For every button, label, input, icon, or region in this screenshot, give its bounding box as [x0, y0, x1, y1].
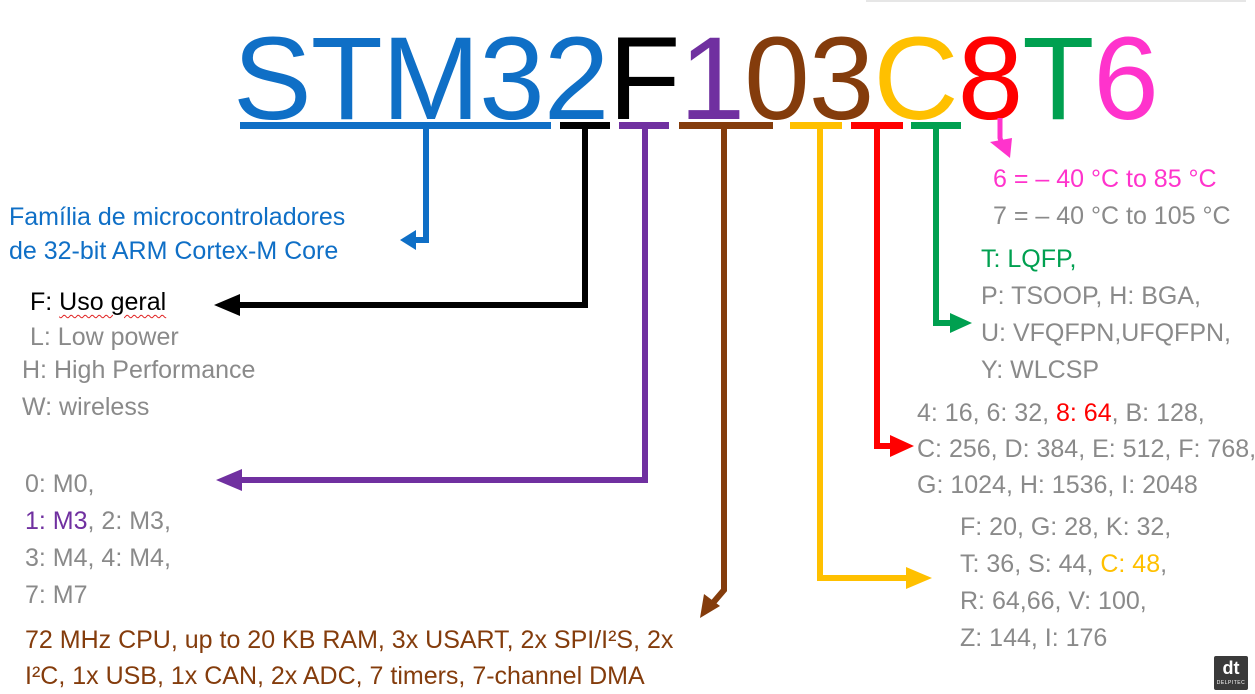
connector-8 — [874, 125, 890, 449]
title-6: 6 — [1093, 13, 1159, 145]
arrow-f — [214, 294, 240, 316]
package-y: Y: WLCSP — [981, 356, 1100, 384]
connector-t — [933, 125, 950, 326]
flash-list: 4: 16, 6: 32, 8: 64, B: 128, C: 256, D: … — [917, 395, 1255, 503]
title-8: 8 — [957, 13, 1024, 145]
connector-03 — [709, 125, 727, 606]
pins-list: F: 20, G: 28, K: 32, T: 36, S: 44, C: 48… — [960, 509, 1171, 657]
type-f-prefix: F: — [30, 288, 60, 316]
flash-line-2: C: 256, D: 384, E: 512, F: 768, — [917, 435, 1255, 463]
type-option-f: F: Uso geral — [30, 285, 166, 319]
title-1: 1 — [679, 13, 745, 145]
pins-line-1: F: 20, G: 28, K: 32, — [960, 513, 1172, 541]
top-divider — [866, 0, 1246, 2]
underline-c — [790, 122, 842, 129]
package-list: T: LQFP, P: TSOOP, H: BGA, U: VFQFPN,UFQ… — [981, 241, 1231, 389]
flash-line-1-a: 4: 16, 6: 32, — [917, 399, 1056, 427]
connector-stm32 — [410, 125, 429, 243]
delpitec-logo: dt DELPITEC — [1214, 656, 1248, 690]
type-f-value: Uso geral — [59, 288, 167, 316]
pins-line-2-a: T: 36, S: 44, — [960, 550, 1101, 578]
arrow-1 — [216, 469, 242, 491]
arrow-8 — [890, 435, 914, 457]
core-line-4: 7: M7 — [25, 581, 88, 609]
pins-line-3: R: 64,66, V: 100, — [960, 587, 1147, 615]
title-c: C — [873, 13, 958, 145]
connector-f — [238, 125, 588, 308]
package-p: P: TSOOP, H: BGA, — [981, 282, 1201, 310]
arrow-03 — [700, 594, 720, 618]
type-option-w: W: wireless — [22, 393, 150, 421]
logo-mark: dt — [1222, 658, 1240, 678]
part-number-title: STM32F103C8T6 — [233, 13, 1159, 145]
type-option-l: L: Low power — [30, 323, 179, 351]
flash-line-3: G: 1024, H: 1536, I: 2048 — [917, 471, 1198, 499]
title-stm32: STM32 — [233, 13, 609, 145]
arrow-6 — [990, 138, 1012, 158]
line-features: 72 MHz CPU, up to 20 KB RAM, 3x USART, 2… — [25, 622, 673, 694]
pins-48-highlight: C: 48 — [1100, 550, 1161, 578]
package-t: T: LQFP, — [981, 245, 1077, 273]
features-line-2: I²C, 1x USB, 1x CAN, 2x ADC, 7 timers, 7… — [25, 662, 645, 690]
pins-line-2: T: 36, S: 44, C: 48, — [960, 546, 1171, 583]
core-line-2-rest: , 2: M3, — [87, 507, 171, 535]
core-line-2: 1: M3, 2: M3, — [25, 503, 171, 540]
title-t: T — [1022, 13, 1094, 145]
arrow-t — [950, 313, 972, 333]
title-03: 03 — [744, 13, 874, 145]
core-line-3: 3: M4, 4: M4, — [25, 544, 171, 572]
core-m3-highlight: 1: M3 — [25, 507, 88, 535]
pins-line-4: Z: 144, I: 176 — [960, 624, 1108, 652]
features-line-1: 72 MHz CPU, up to 20 KB RAM, 3x USART, 2… — [25, 626, 674, 654]
underline-stm32 — [240, 122, 551, 129]
family-label: Família de microcontroladores de 32-bit … — [9, 200, 345, 268]
type-option-h: H: High Performance — [22, 356, 256, 384]
flash-64-highlight: 8: 64 — [1056, 399, 1112, 427]
temperature-7: 7 = – 40 °C to 105 °C — [993, 202, 1231, 230]
flash-line-1: 4: 16, 6: 32, 8: 64, B: 128, — [917, 395, 1255, 431]
flash-line-1-b: , B: 128, — [1111, 399, 1205, 427]
arrow-c — [906, 567, 932, 589]
family-line-1: Família de microcontroladores — [9, 203, 346, 231]
logo-sub: DELPITEC — [1216, 680, 1246, 686]
pins-line-2-b: , — [1160, 550, 1168, 578]
temperature-6: 6 = – 40 °C to 85 °C — [993, 165, 1217, 193]
title-f: F — [608, 13, 680, 145]
core-line-1: 0: M0, — [25, 470, 95, 498]
family-line-2: de 32-bit ARM Cortex-M Core — [9, 237, 339, 265]
connector-c — [817, 125, 908, 581]
package-u: U: VFQFPN,UFQFPN, — [981, 319, 1231, 347]
connector-1 — [240, 125, 648, 483]
arrow-stm32 — [400, 230, 416, 250]
core-list: 0: M0, 1: M3, 2: M3, 3: M4, 4: M4, 7: M7 — [25, 466, 171, 614]
